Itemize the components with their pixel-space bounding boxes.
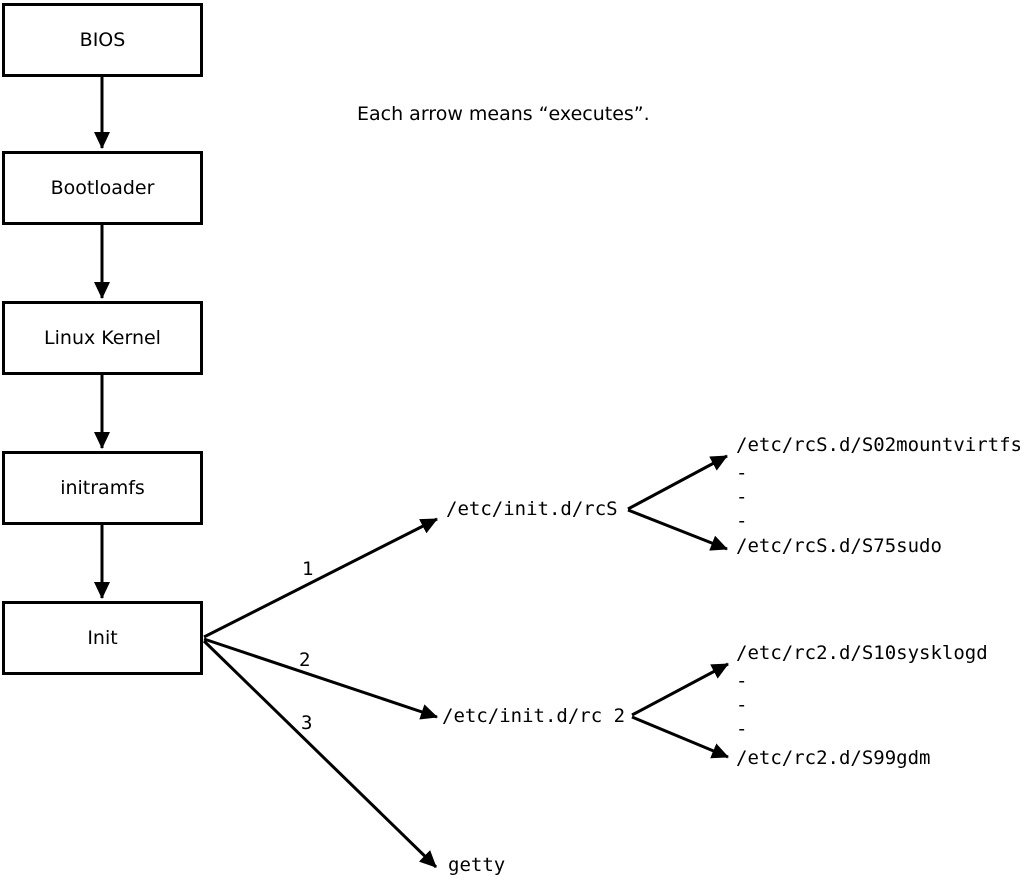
arrow-rcs-to-first-script [627, 454, 728, 511]
branch-number-3: 3 [301, 712, 313, 734]
arrow-init-to-getty [202, 639, 438, 869]
node-rcs-last-script: /etc/rcS.d/S75sudo [736, 535, 942, 557]
node-getty: getty [448, 854, 506, 875]
node-rc2-script: /etc/init.d/rc 2 [442, 705, 626, 727]
rc2-ellipsis-dash-3: - [736, 718, 748, 740]
branch-number-2: 2 [299, 649, 311, 671]
node-linux-kernel: Linux Kernel [2, 301, 203, 375]
node-bios: BIOS [2, 3, 203, 77]
arrow-rcs-to-last-script [627, 508, 728, 551]
arrow-rc2-to-last-script [631, 715, 729, 759]
rc2-ellipsis-dash-2: - [736, 694, 748, 716]
node-rcs-script: /etc/init.d/rcS [446, 498, 618, 520]
rc2-ellipsis-dash-1: - [736, 670, 748, 692]
node-init-label: Init [87, 627, 118, 649]
rcs-ellipsis-dash-1: - [736, 462, 748, 484]
node-initramfs: initramfs [2, 451, 203, 525]
node-init: Init [2, 601, 203, 675]
arrow-init-to-rcs [203, 517, 438, 639]
node-bios-label: BIOS [79, 29, 126, 51]
branch-number-1: 1 [302, 558, 314, 580]
rcs-ellipsis-dash-3: - [736, 510, 748, 532]
node-rc2-first-script: /etc/rc2.d/S10sysklogd [736, 642, 988, 664]
node-bootloader-label: Bootloader [50, 177, 155, 199]
node-rc2-last-script: /etc/rc2.d/S99gdm [736, 747, 931, 769]
arrow-rc2-to-first-script [631, 662, 729, 717]
arrow-init-to-rc2 [203, 637, 438, 720]
node-linux-kernel-label: Linux Kernel [44, 327, 161, 349]
legend-note: Each arrow means “executes”. [357, 103, 650, 125]
node-bootloader: Bootloader [2, 151, 203, 225]
node-rcs-first-script: /etc/rcS.d/S02mountvirtfs [736, 434, 1022, 456]
node-initramfs-label: initramfs [60, 477, 145, 499]
rcs-ellipsis-dash-2: - [736, 486, 748, 508]
